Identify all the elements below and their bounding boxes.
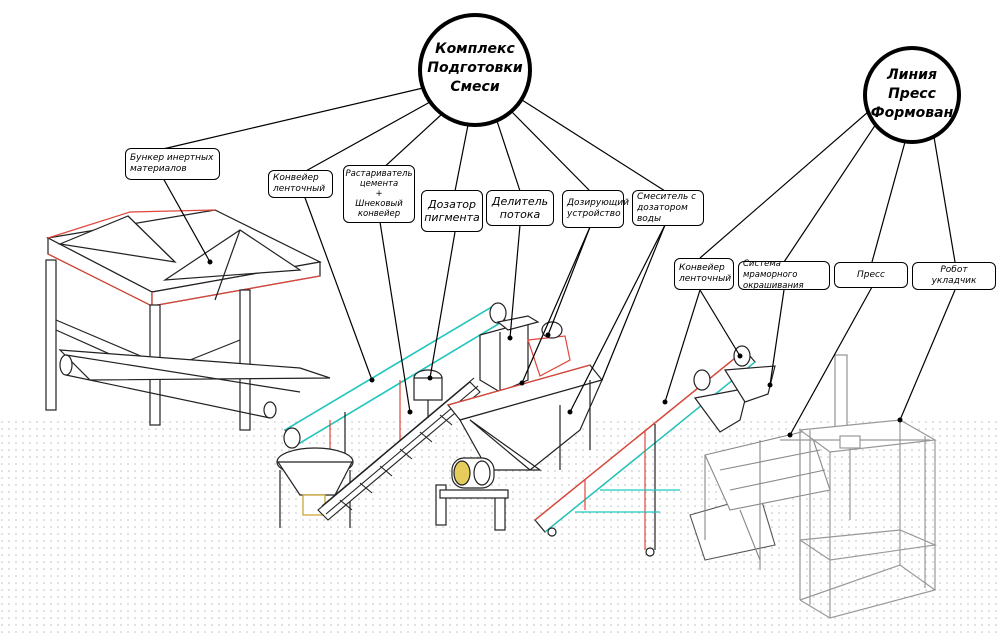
cement-label-2: цемента — [359, 179, 399, 189]
press-line-line-3: Формован — [870, 105, 954, 121]
bunker-label-2: материалов — [130, 164, 187, 174]
pigment-label-1: Дозатор — [427, 198, 477, 211]
pigment-doser — [413, 369, 443, 418]
cement-label-3: + — [375, 189, 383, 199]
robot-stacker — [780, 419, 938, 619]
cement-label-1: Растариватель — [345, 169, 413, 179]
flow-divider-label-2: потока — [499, 208, 541, 221]
bunker-label-1: Бункер инертных — [130, 153, 214, 163]
prep-complex-hub-label: Комплекс Подготовки Смеси — [425, 40, 525, 97]
flow-divider-label-1: Делитель — [491, 195, 549, 208]
belt-conveyor-2-label-1: Конвейер — [679, 263, 725, 273]
cement-mixer-label-box: Растариватель цемента + Шнековый конвейе… — [343, 165, 415, 223]
mixer — [435, 364, 604, 531]
belt-conveyor-2-label-box: Конвейер ленточный — [674, 258, 734, 290]
belt-conveyor-1-label-box: Конвейер ленточный — [268, 170, 333, 198]
press-line-connectors — [664, 111, 956, 436]
cement-label-5: конвейер — [357, 209, 401, 219]
water-mixer-label-1: Смеситель с — [637, 191, 697, 202]
press-label-box: Пресс — [834, 262, 908, 288]
dosing-label-2: устройство — [567, 209, 621, 219]
belt-conveyor-1 — [283, 302, 507, 470]
marble-coloring-system — [693, 365, 776, 433]
marble-label-1: Система мраморного — [743, 259, 798, 280]
belt-conveyor-1-label-2: ленточный — [273, 184, 326, 194]
press-line-line-2: Пресс — [888, 86, 936, 102]
belt-conveyor-2-label-2: ленточный — [679, 274, 732, 284]
bunker-machine — [45, 209, 331, 431]
press-label: Пресс — [857, 269, 885, 280]
press-line-hub-label: Линия Пресс Формован — [870, 66, 954, 123]
press-line-hub-circle — [863, 46, 961, 144]
prep-complex-line-2: Подготовки — [427, 60, 523, 76]
dosing-label-1: Дозирующий — [567, 198, 629, 208]
prep-complex-line-1: Комплекс — [435, 41, 515, 57]
press-line-line-1: Линия — [887, 67, 937, 83]
robot-stacker-label-box: Робот укладчик — [912, 262, 996, 290]
robot-stacker-label: Робот укладчик — [931, 265, 977, 286]
pointer-dots — [207, 259, 903, 438]
cement-unloader — [276, 447, 354, 528]
prep-complex-connectors — [162, 87, 666, 413]
cement-label-4: Шнековый — [355, 199, 403, 209]
pigment-label-2: пигмента — [424, 211, 480, 224]
bunker-label-box: Бункер инертных материалов — [125, 148, 220, 180]
marble-label-2: окрашивания — [743, 281, 804, 291]
marble-coloring-label-box: Система мраморного окрашивания — [738, 259, 830, 291]
flow-divider-label-box: Делитель потока — [486, 190, 554, 226]
pigment-doser-label-box: Дозатор пигмента — [421, 190, 483, 232]
dosing-device-label-box: Дозирующий устройство — [562, 190, 629, 228]
belt-conveyor-2 — [534, 345, 756, 557]
belt-conveyor-1-label-1: Конвейер — [273, 173, 319, 183]
water-mixer-label-box: Смеситель с дозатором воды — [632, 190, 704, 226]
prep-complex-line-3: Смеси — [450, 79, 500, 95]
water-mixer-label-2: дозатором воды — [637, 202, 688, 224]
prep-complex-hub-circle — [418, 13, 532, 127]
